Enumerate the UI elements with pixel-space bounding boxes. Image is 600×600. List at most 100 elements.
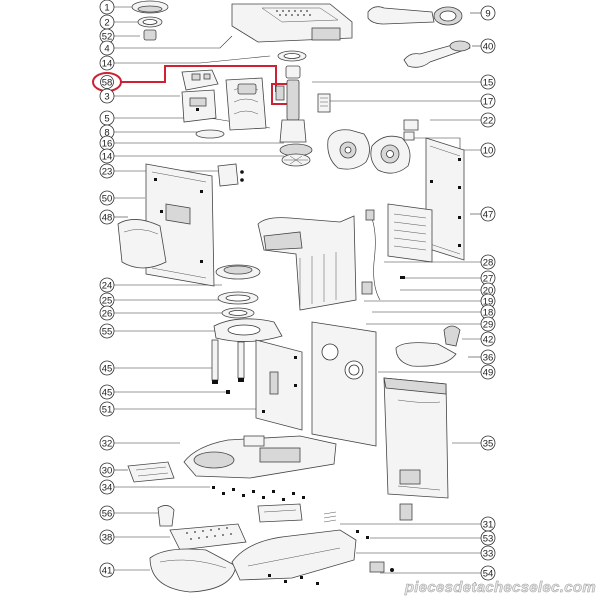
callout-28[interactable]: 28 [480, 254, 496, 270]
part-33-base-plate [231, 529, 357, 585]
callout-30[interactable]: 30 [99, 462, 115, 478]
part-4-top-lid [231, 3, 353, 43]
callout-33[interactable]: 33 [480, 545, 496, 561]
callout-35[interactable]: 35 [480, 435, 496, 451]
part-25-ring [217, 291, 259, 305]
callout-24[interactable]: 24 [99, 277, 115, 293]
callout-45-a[interactable]: 45 [99, 360, 115, 376]
callouts-left: 1 2 52 4 14 58 3 5 8 16 14 23 50 48 24 2… [92, 0, 122, 578]
svg-text:3: 3 [104, 92, 109, 103]
callout-22[interactable]: 22 [480, 112, 496, 128]
svg-text:2: 2 [104, 18, 109, 29]
callout-2[interactable]: 2 [99, 14, 115, 30]
part-28-grille [387, 203, 433, 263]
svg-text:35: 35 [483, 439, 494, 450]
callout-23[interactable]: 23 [99, 163, 115, 179]
part-55-plate [213, 318, 283, 342]
callout-15[interactable]: 15 [480, 74, 496, 90]
callout-36[interactable]: 36 [480, 349, 496, 365]
callout-45-b[interactable]: 45 [99, 384, 115, 400]
callout-4[interactable]: 4 [99, 40, 115, 56]
part-16-gear [279, 143, 313, 167]
part-3-valve-block [181, 89, 217, 123]
svg-text:1: 1 [104, 3, 109, 14]
callout-51[interactable]: 51 [99, 401, 115, 417]
callout-3[interactable]: 3 [99, 88, 115, 104]
callout-17[interactable]: 17 [480, 93, 496, 109]
callout-50[interactable]: 50 [99, 190, 115, 206]
part-tube-hose [361, 209, 381, 301]
svg-text:5: 5 [104, 114, 109, 125]
svg-text:49: 49 [483, 368, 494, 379]
callout-48[interactable]: 48 [99, 209, 115, 225]
part-2-ring [137, 16, 163, 28]
part-32-base-tray [183, 435, 337, 479]
svg-text:9: 9 [485, 9, 490, 20]
callout-10[interactable]: 10 [480, 142, 496, 158]
part-42-knob [443, 325, 461, 347]
callout-49[interactable]: 49 [480, 364, 496, 380]
part-26-ring [221, 307, 255, 319]
part-14-gasket [277, 50, 307, 62]
svg-text:31: 31 [483, 520, 494, 531]
svg-text:15: 15 [483, 78, 494, 89]
callout-25[interactable]: 25 [99, 292, 115, 308]
svg-text:55: 55 [102, 327, 113, 338]
part-38-grid [169, 523, 247, 551]
svg-text:19: 19 [483, 297, 494, 308]
part-main-chassis [257, 215, 357, 311]
callout-41[interactable]: 41 [99, 562, 115, 578]
part-40-portafilter [403, 40, 471, 68]
part-41-drip-tray [149, 548, 237, 593]
svg-text:17: 17 [483, 97, 494, 108]
callout-14-mid[interactable]: 14 [99, 148, 115, 164]
svg-text:16: 16 [102, 139, 113, 150]
callout-29[interactable]: 29 [480, 316, 496, 332]
part-23-bracket [217, 163, 244, 187]
callout-47[interactable]: 47 [480, 206, 496, 222]
svg-text:40: 40 [483, 42, 494, 53]
svg-text:14: 14 [102, 152, 113, 163]
svg-text:14: 14 [102, 59, 113, 70]
svg-text:8: 8 [104, 128, 109, 139]
svg-text:27: 27 [483, 274, 494, 285]
callout-16[interactable]: 16 [99, 135, 115, 151]
callout-38[interactable]: 38 [99, 529, 115, 545]
svg-text:56: 56 [102, 509, 113, 520]
callout-14-top[interactable]: 14 [99, 55, 115, 71]
callout-55[interactable]: 55 [99, 323, 115, 339]
callout-5[interactable]: 5 [99, 110, 115, 126]
callout-31[interactable]: 31 [480, 516, 496, 532]
part-17-label [317, 93, 331, 113]
callout-32[interactable]: 32 [99, 435, 115, 451]
callout-58-highlighted[interactable]: 58 [92, 72, 122, 92]
svg-text:58: 58 [102, 78, 113, 89]
svg-text:24: 24 [102, 281, 113, 292]
callout-42[interactable]: 42 [480, 331, 496, 347]
callout-1[interactable]: 1 [99, 0, 115, 15]
leader-lines [114, 6, 481, 574]
part-45-rods [211, 339, 245, 394]
part-54-fitting [369, 561, 394, 573]
part-15-pump [275, 65, 307, 143]
callout-54[interactable]: 54 [480, 565, 496, 581]
callout-40[interactable]: 40 [480, 38, 496, 54]
svg-text:48: 48 [102, 213, 113, 224]
svg-text:47: 47 [483, 210, 494, 221]
part-49-front-panel [311, 321, 377, 447]
svg-text:30: 30 [102, 466, 113, 477]
svg-text:51: 51 [102, 405, 113, 416]
callout-9[interactable]: 9 [480, 5, 496, 21]
svg-text:29: 29 [483, 320, 494, 331]
callout-56[interactable]: 56 [99, 505, 115, 521]
part-35-water-tank [383, 377, 449, 499]
svg-text:50: 50 [102, 194, 113, 205]
callout-26[interactable]: 26 [99, 305, 115, 321]
part-52-nozzle [143, 29, 157, 41]
svg-text:32: 32 [102, 439, 113, 450]
callouts-right: 9 40 15 17 22 10 47 28 27 20 19 18 29 42… [480, 5, 496, 581]
part-10-motor-assembly [327, 119, 419, 174]
callout-53[interactable]: 53 [480, 530, 496, 546]
callout-34[interactable]: 34 [99, 479, 115, 495]
